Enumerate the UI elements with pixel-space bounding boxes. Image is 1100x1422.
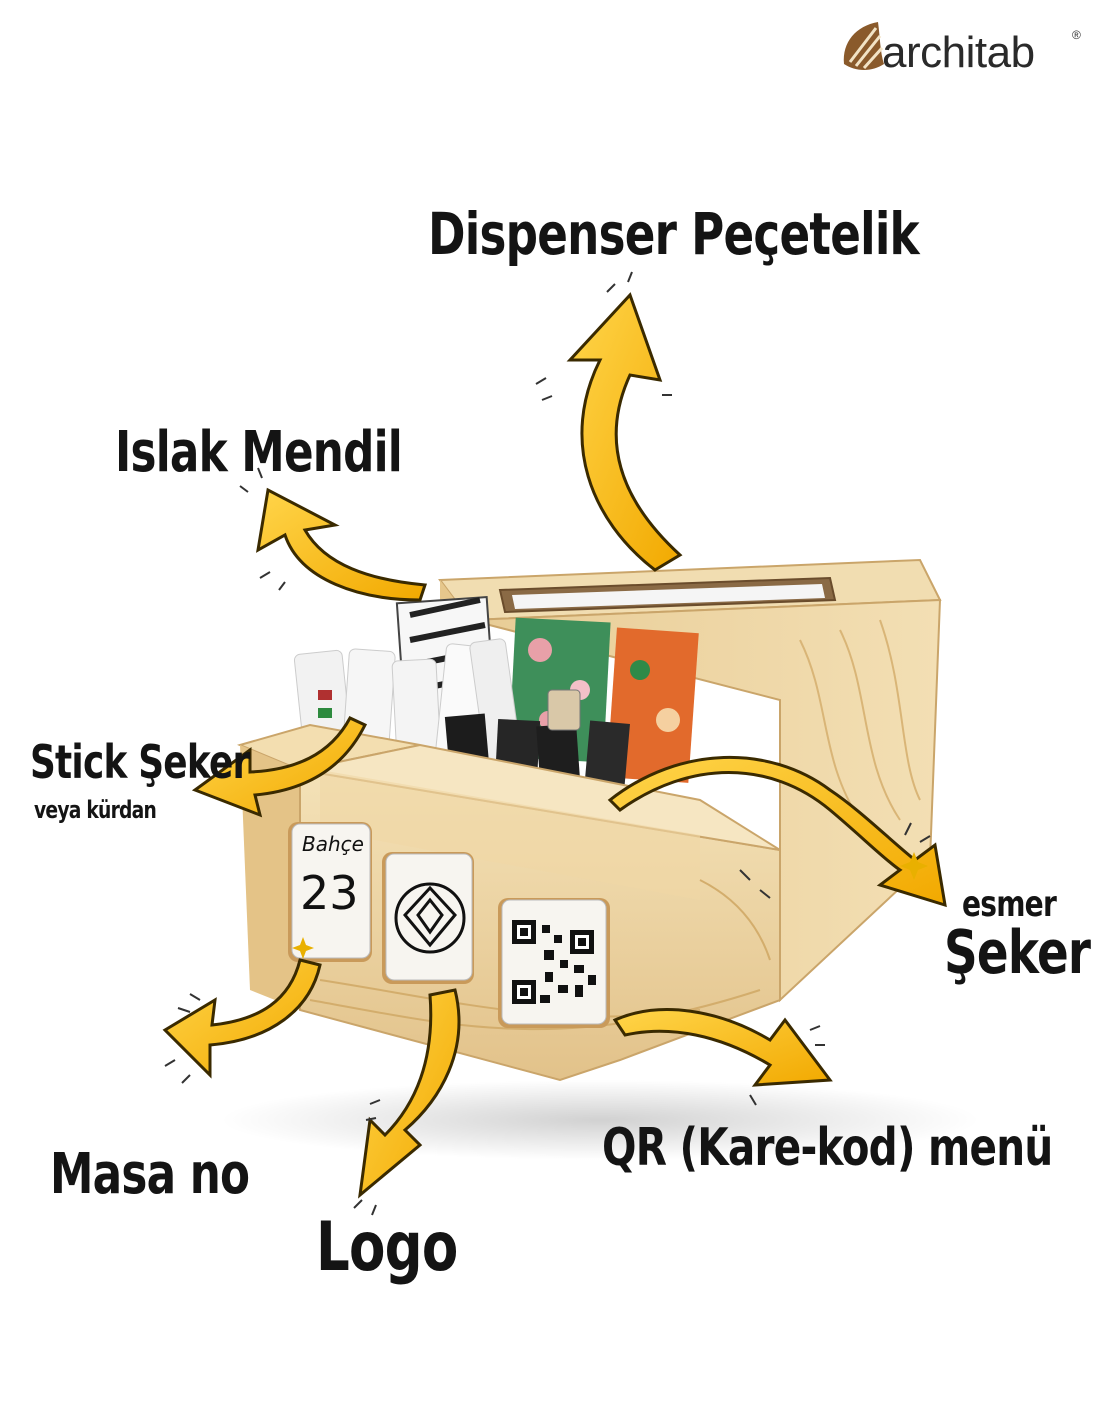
logo-tile <box>382 852 474 984</box>
arrow-to-logo <box>353 988 461 1216</box>
brand-name: architab <box>882 28 1035 77</box>
arrow-to-stick-sugar <box>191 716 368 818</box>
architab-logo-icon <box>843 22 884 70</box>
label-brown-sugar-top: esmer <box>962 884 1057 925</box>
brand-logo: architab ® <box>836 14 1086 84</box>
arrow-to-qr-menu <box>612 1008 833 1106</box>
label-wet-wipe: Islak Mendil <box>115 420 403 485</box>
lion-head-logo-icon <box>394 882 466 954</box>
label-qr-menu: QR (Kare-kod) menü <box>602 1118 1053 1178</box>
arrow-to-brown-sugar <box>607 756 947 908</box>
registered-mark: ® <box>1072 28 1081 42</box>
label-stick-sugar: Stick Şeker <box>30 735 250 789</box>
arrow-to-dispenser <box>535 271 683 572</box>
qr-code-icon <box>512 920 596 1004</box>
label-table-number: Masa no <box>50 1142 250 1207</box>
arrow-to-wet-wipe <box>239 467 428 602</box>
label-brown-sugar-bottom: Şeker <box>944 918 1091 988</box>
label-dispenser: Dispenser Peçetelik <box>428 200 920 268</box>
label-logo: Logo <box>316 1208 458 1287</box>
label-stick-sugar-sub: veya kürdan <box>34 796 157 824</box>
table-tile-number: 23 <box>300 866 359 920</box>
table-number-tile <box>288 822 372 962</box>
napkin-dispenser-box <box>438 558 942 1003</box>
qr-code-tile <box>498 898 610 1028</box>
arrow-to-table-number <box>162 937 322 1084</box>
table-tile-title: Bahçe <box>302 832 364 856</box>
